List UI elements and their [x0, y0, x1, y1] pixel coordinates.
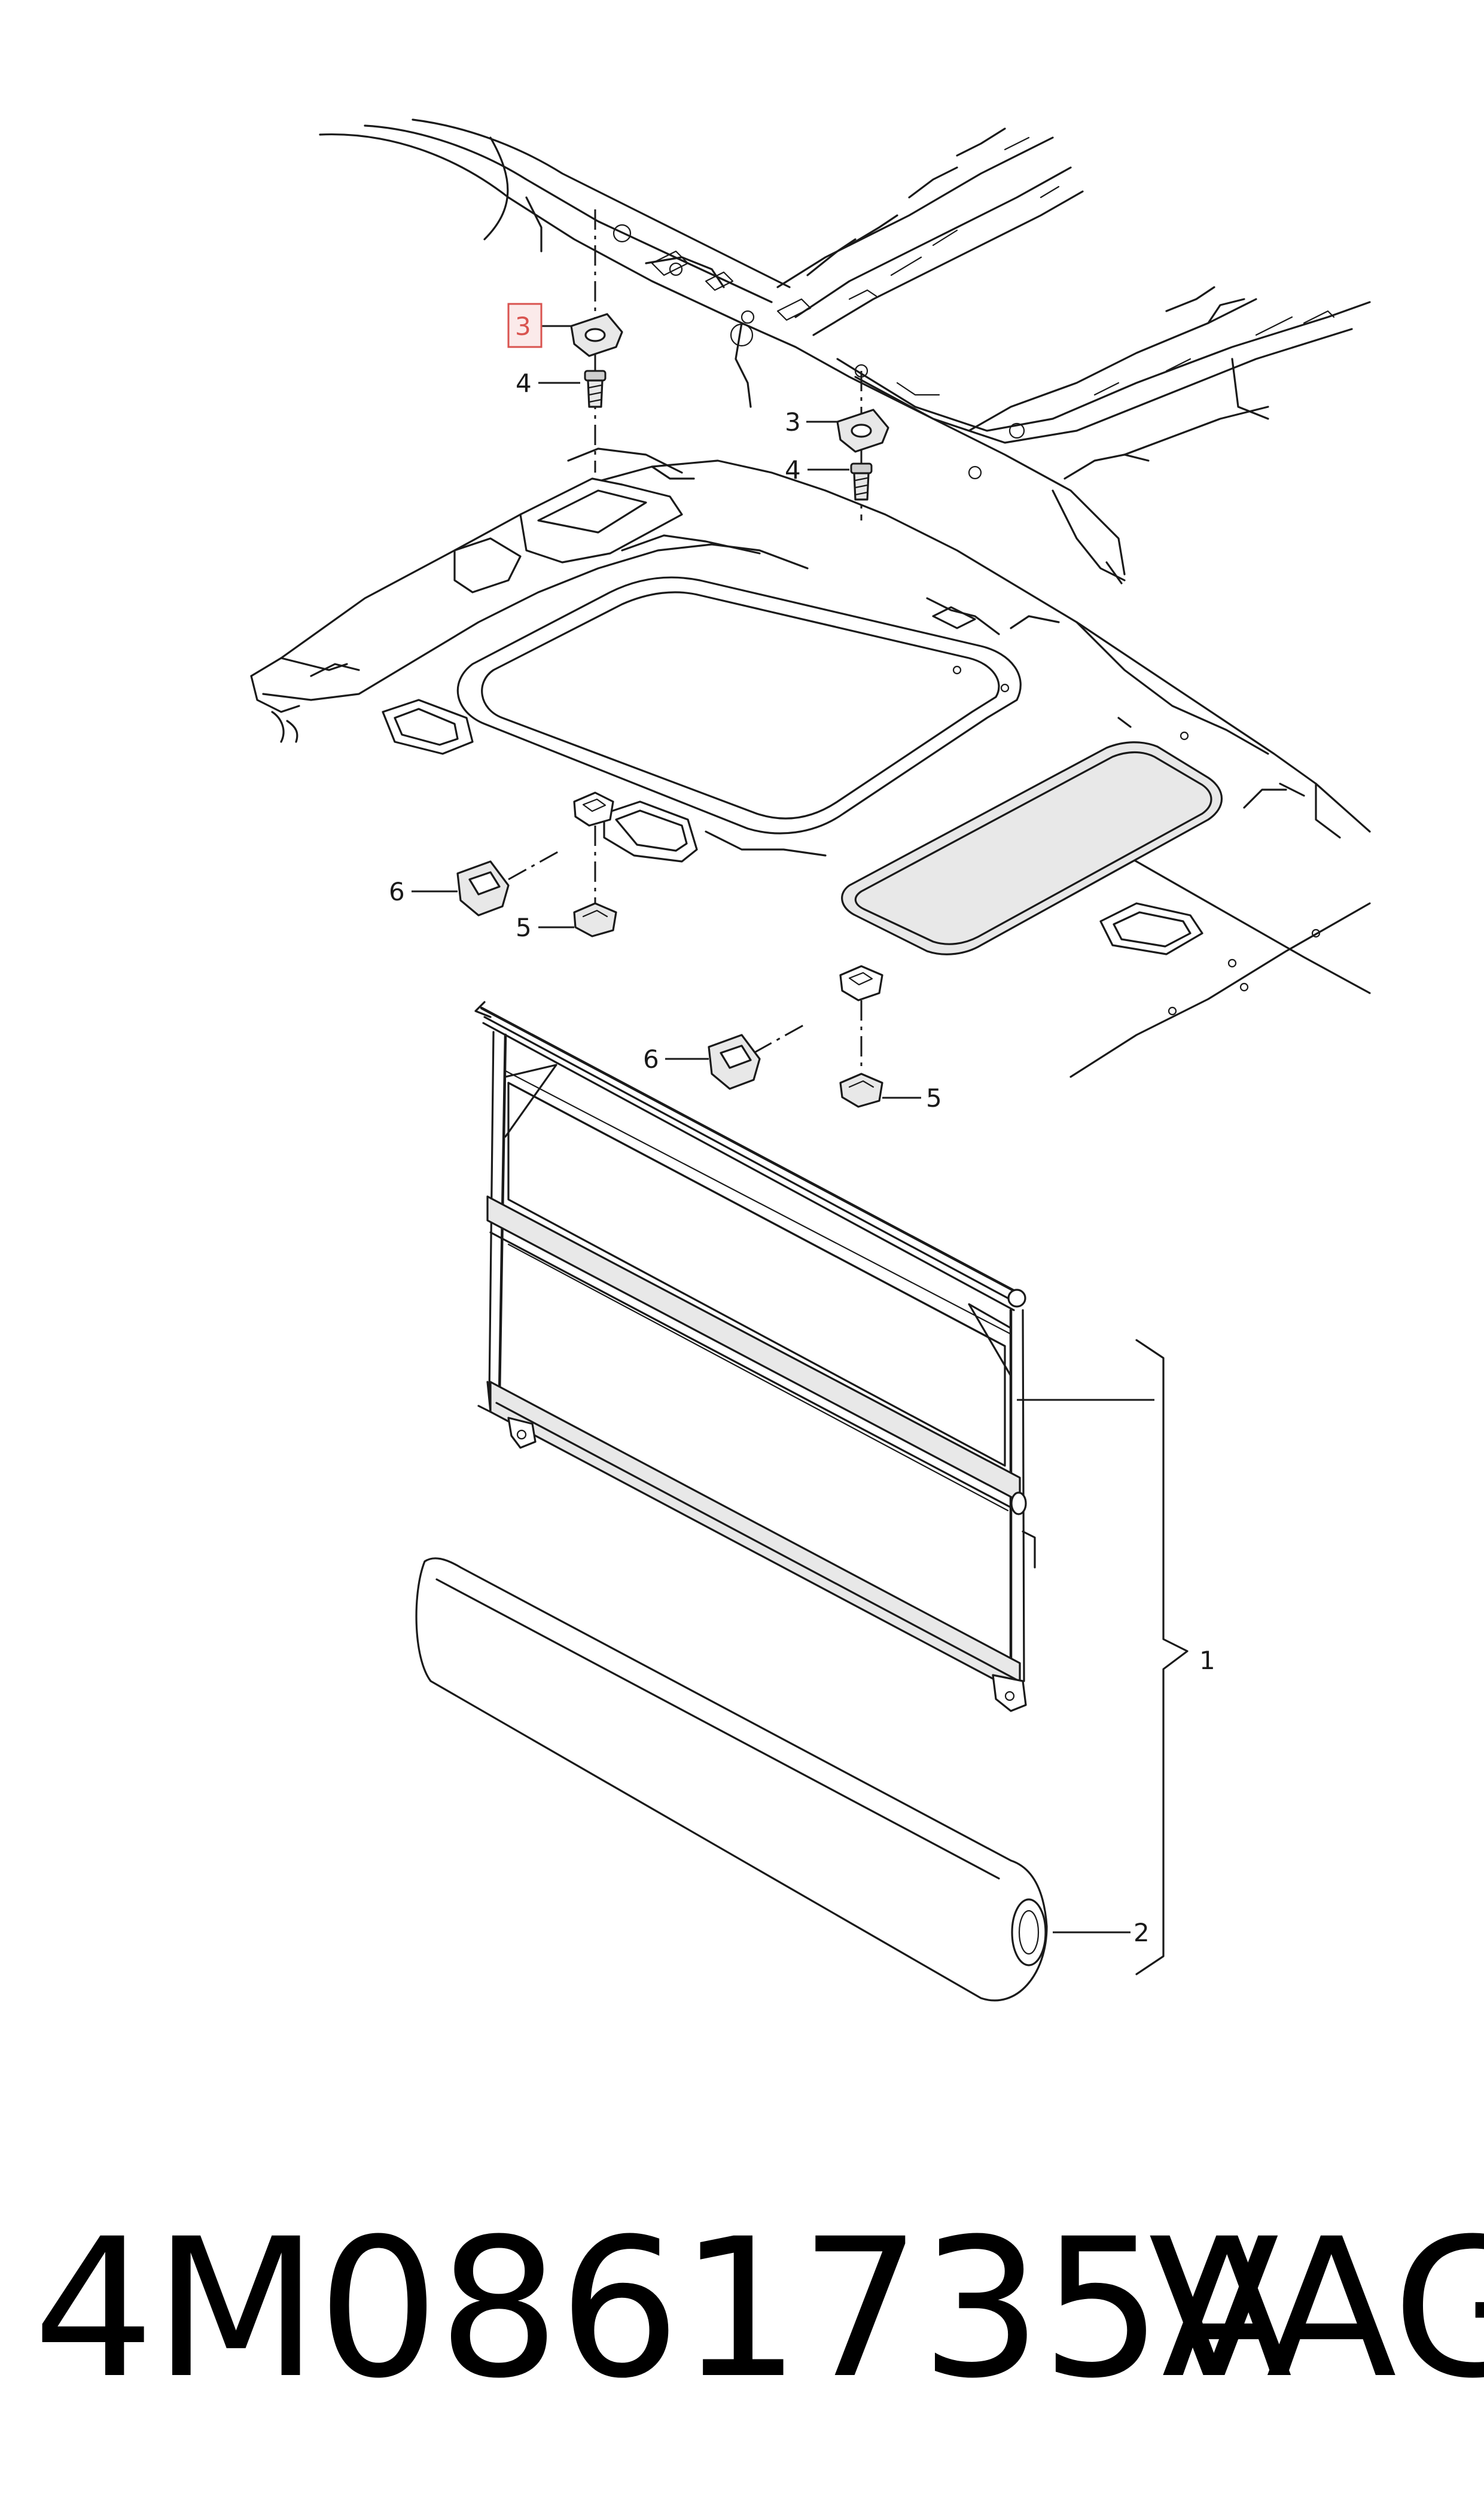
callout-1-assembly: 1: [1199, 1646, 1215, 1675]
callout-4-top-right: 4: [785, 455, 801, 485]
hook-left: [456, 791, 617, 937]
brand-label: VAG: [1148, 2198, 1484, 2420]
callout-4-top-left: 4: [516, 369, 532, 398]
callout-2-bag: 2: [1133, 1918, 1150, 1947]
callout-5-right: 5: [926, 1083, 942, 1113]
callout-6-right: 6: [643, 1045, 659, 1074]
part-number: 4M0861735A: [33, 2198, 1293, 2420]
assembly-bracket: [1017, 1339, 1189, 1975]
callout-3-top-right: 3: [785, 407, 801, 437]
screw-right: [850, 462, 873, 501]
hook-right: [708, 965, 883, 1108]
callout-6-left: 6: [389, 877, 405, 906]
screw-left: [584, 370, 607, 408]
callout-3-top-left: 3: [515, 312, 531, 341]
headliner: [250, 447, 1371, 1078]
callouts: 3 4 3 4 6 5 6 5 1 2: [389, 303, 1215, 1947]
clip-left: [570, 209, 623, 473]
storage-bag: [415, 1557, 1048, 2002]
roof-frame: [319, 118, 1371, 584]
partition-net: [474, 1001, 1036, 1712]
leader-lines: [412, 325, 1130, 1934]
callout-3-highlight: [507, 303, 543, 348]
clip-right: [836, 371, 889, 520]
callout-5-left: 5: [516, 913, 532, 942]
